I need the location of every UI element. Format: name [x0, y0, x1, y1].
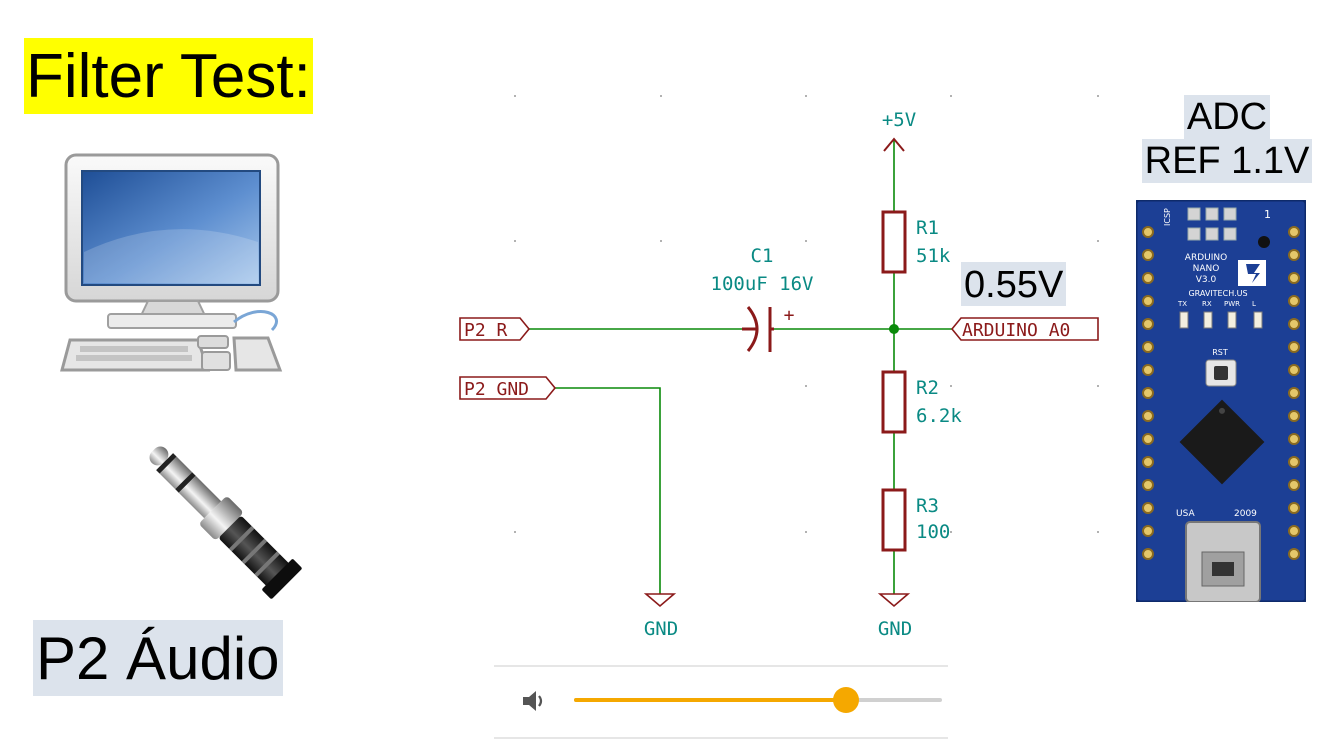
adc-line1: ADC — [1183, 95, 1271, 139]
led-l: L — [1252, 300, 1256, 308]
voltage-label: 0.55V — [961, 262, 1067, 306]
c1-ref: C1 — [751, 245, 774, 267]
audio-jack-icon — [149, 446, 302, 599]
label-shapes — [459, 317, 1099, 400]
grid-dots — [514, 95, 1099, 533]
c1-plus: + — [784, 305, 795, 326]
p2-audio-label: P2 Áudio — [33, 620, 283, 696]
label-arduino-a0: ARDUINO_A0 — [962, 320, 1070, 341]
volume-thumb[interactable] — [833, 687, 859, 713]
label-p2-r: P2_R — [464, 320, 508, 341]
gnd2-label: GND — [878, 618, 912, 640]
board-brand: ARDUINO — [1185, 253, 1227, 263]
gnd1-label: GND — [644, 618, 678, 640]
board-version: V3.0 — [1196, 275, 1217, 285]
arduino-nano-board: 1 ICSP ARDUINO NANO V3.0 GRAVITECH.US TX… — [1136, 200, 1306, 602]
adc-line2: REF 1.1V — [1141, 139, 1313, 183]
speaker-icon[interactable] — [520, 687, 548, 715]
computer-icon — [60, 153, 283, 372]
r3-ref: R3 — [916, 495, 939, 517]
board-model: NANO — [1193, 264, 1220, 274]
gnd-symbols — [643, 593, 911, 608]
board-pin1: 1 — [1264, 208, 1271, 221]
title: Filter Test: — [24, 38, 313, 114]
volume-fill — [574, 698, 846, 702]
junction-dot — [889, 324, 899, 334]
r3-value: 100 — [916, 521, 950, 543]
resistors — [881, 210, 907, 552]
led-tx: TX — [1177, 300, 1187, 308]
wires — [529, 139, 952, 594]
audio-player — [494, 665, 948, 739]
board-icsp: ICSP — [1163, 208, 1172, 226]
r2-ref: R2 — [916, 377, 939, 399]
board-country: USA — [1176, 509, 1195, 519]
r2-value: 6.2k — [916, 405, 962, 427]
filter-schematic: +5V R1 51k R2 6.2k R3 100 + C1 100uF 16V… — [459, 95, 1099, 640]
c1-value: 100uF 16V — [711, 273, 814, 295]
r1-value: 51k — [916, 245, 951, 267]
r1-ref: R1 — [916, 217, 939, 239]
adc-ref-label: ADC REF 1.1V — [1138, 95, 1316, 183]
capacitor-c1 — [742, 306, 774, 352]
label-p2-gnd: P2_GND — [464, 379, 529, 400]
board-maker: GRAVITECH.US — [1188, 289, 1247, 298]
board-year: 2009 — [1234, 509, 1257, 519]
power-symbol-5v — [883, 137, 905, 152]
board-rst: RST — [1212, 348, 1228, 357]
supply-label: +5V — [882, 109, 916, 131]
volume-track[interactable] — [574, 687, 942, 713]
led-pwr: PWR — [1224, 300, 1240, 308]
led-rx: RX — [1202, 300, 1212, 308]
